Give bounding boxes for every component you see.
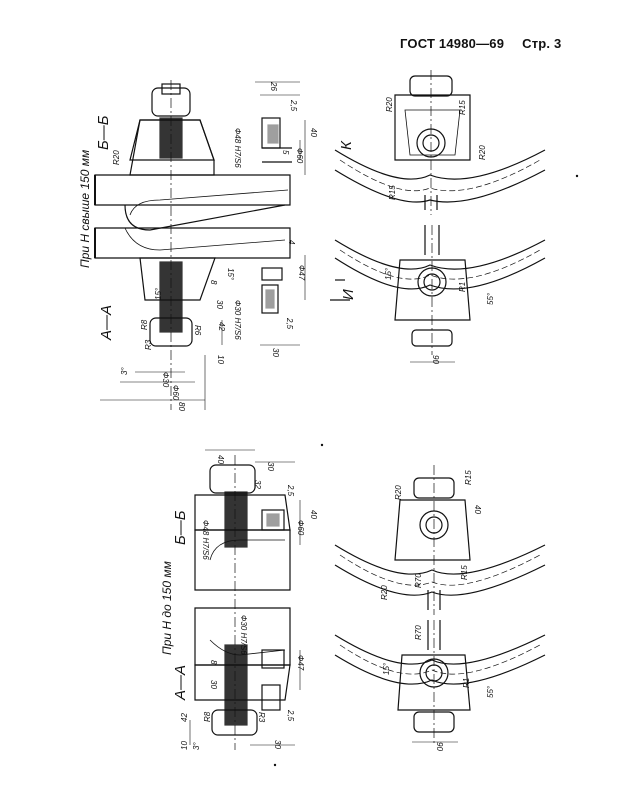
dim: Ф47	[296, 655, 305, 671]
dim: 8	[209, 280, 218, 285]
dim: 32	[253, 480, 262, 489]
flange-bb	[94, 174, 291, 206]
dim: 26	[269, 82, 278, 91]
dim: 15°	[226, 268, 235, 281]
dim: R20	[385, 97, 394, 112]
lower-caption: При H до 150 мм	[160, 561, 174, 655]
dim: 30	[215, 300, 224, 309]
dim: 55°	[486, 685, 495, 698]
upper-caption: При H свыше 150 мм	[78, 149, 92, 268]
dim: R20	[394, 485, 403, 500]
page-number: Стр. 3	[522, 36, 562, 51]
dim: R70	[414, 625, 423, 640]
upper-right-views	[330, 70, 546, 363]
dim: R8	[203, 711, 212, 722]
dim: 30	[209, 680, 218, 689]
dim: 2,5	[285, 318, 294, 330]
dim: 30	[266, 462, 275, 471]
dim: 42	[180, 713, 189, 722]
dim: 15°	[154, 287, 163, 300]
lower-left-sections	[189, 449, 301, 750]
dim: 40	[473, 505, 482, 514]
dim: 55°	[486, 292, 495, 305]
dim: R15	[460, 565, 469, 580]
upper-left-sections	[94, 80, 306, 410]
flange-aa	[94, 227, 291, 259]
dim: 10	[180, 741, 189, 750]
dim: R15	[388, 185, 397, 200]
upper-section-bb: Б—Б	[95, 115, 112, 150]
dim: Ф47	[297, 265, 306, 281]
dim: R6	[193, 325, 202, 336]
lower-section-aa: А—А	[172, 664, 189, 700]
dim: 80	[177, 402, 186, 411]
dim: 40	[309, 128, 318, 137]
upper-view-k: К	[338, 141, 355, 150]
dim: 30	[273, 740, 282, 749]
dim: R15	[464, 470, 473, 485]
page-header: ГОСТ 14980—69 Стр. 3	[400, 36, 562, 51]
dim: 15°	[384, 267, 393, 280]
dim: R20	[112, 150, 121, 165]
lower-right-views	[334, 465, 546, 745]
dim: 5	[281, 150, 290, 155]
dim: Ф30 H7/S6	[239, 615, 248, 655]
dim: 3°	[120, 367, 129, 375]
dim: 40	[216, 455, 225, 464]
dim: 2,5	[286, 485, 295, 497]
dim: 90	[435, 742, 444, 751]
dim: 10	[216, 355, 225, 364]
dim: R1	[462, 677, 471, 688]
dim: 40	[309, 510, 318, 519]
dim: Ф30	[161, 372, 170, 388]
dim: Ф48 H7/S6	[233, 128, 242, 168]
dim: Ф48 H7/S6	[201, 520, 210, 560]
dim: R20	[478, 145, 487, 160]
dim: R8	[140, 319, 149, 330]
dim: Ф60	[295, 148, 304, 164]
lower-section-bb: Б—Б	[172, 510, 189, 545]
dim: 3°	[192, 742, 201, 750]
dim: 30	[271, 348, 280, 357]
dim: Ф30 H7/S6	[233, 300, 242, 340]
upper-section-aa: А—А	[98, 304, 115, 340]
dim: Ф60	[296, 520, 305, 536]
dim: R20	[380, 585, 389, 600]
dim: R15	[458, 100, 467, 115]
upper-view-i: И	[340, 289, 357, 300]
dim: Ф60	[171, 385, 180, 401]
standard-number: ГОСТ 14980—69	[400, 36, 505, 51]
dim: R70	[414, 573, 423, 588]
dim: R1	[458, 281, 467, 292]
dim: 90	[431, 355, 440, 364]
dim: R3	[144, 339, 153, 350]
dim: 2,5	[289, 100, 298, 112]
dim: 2,5	[286, 710, 295, 722]
dim: 15°	[382, 662, 391, 675]
hub-aa	[139, 257, 216, 301]
dim: 4	[287, 240, 296, 245]
dim: 8	[209, 660, 218, 665]
dim: R3	[257, 712, 266, 723]
knob-bottom	[149, 317, 193, 347]
dim: 42	[217, 322, 226, 331]
